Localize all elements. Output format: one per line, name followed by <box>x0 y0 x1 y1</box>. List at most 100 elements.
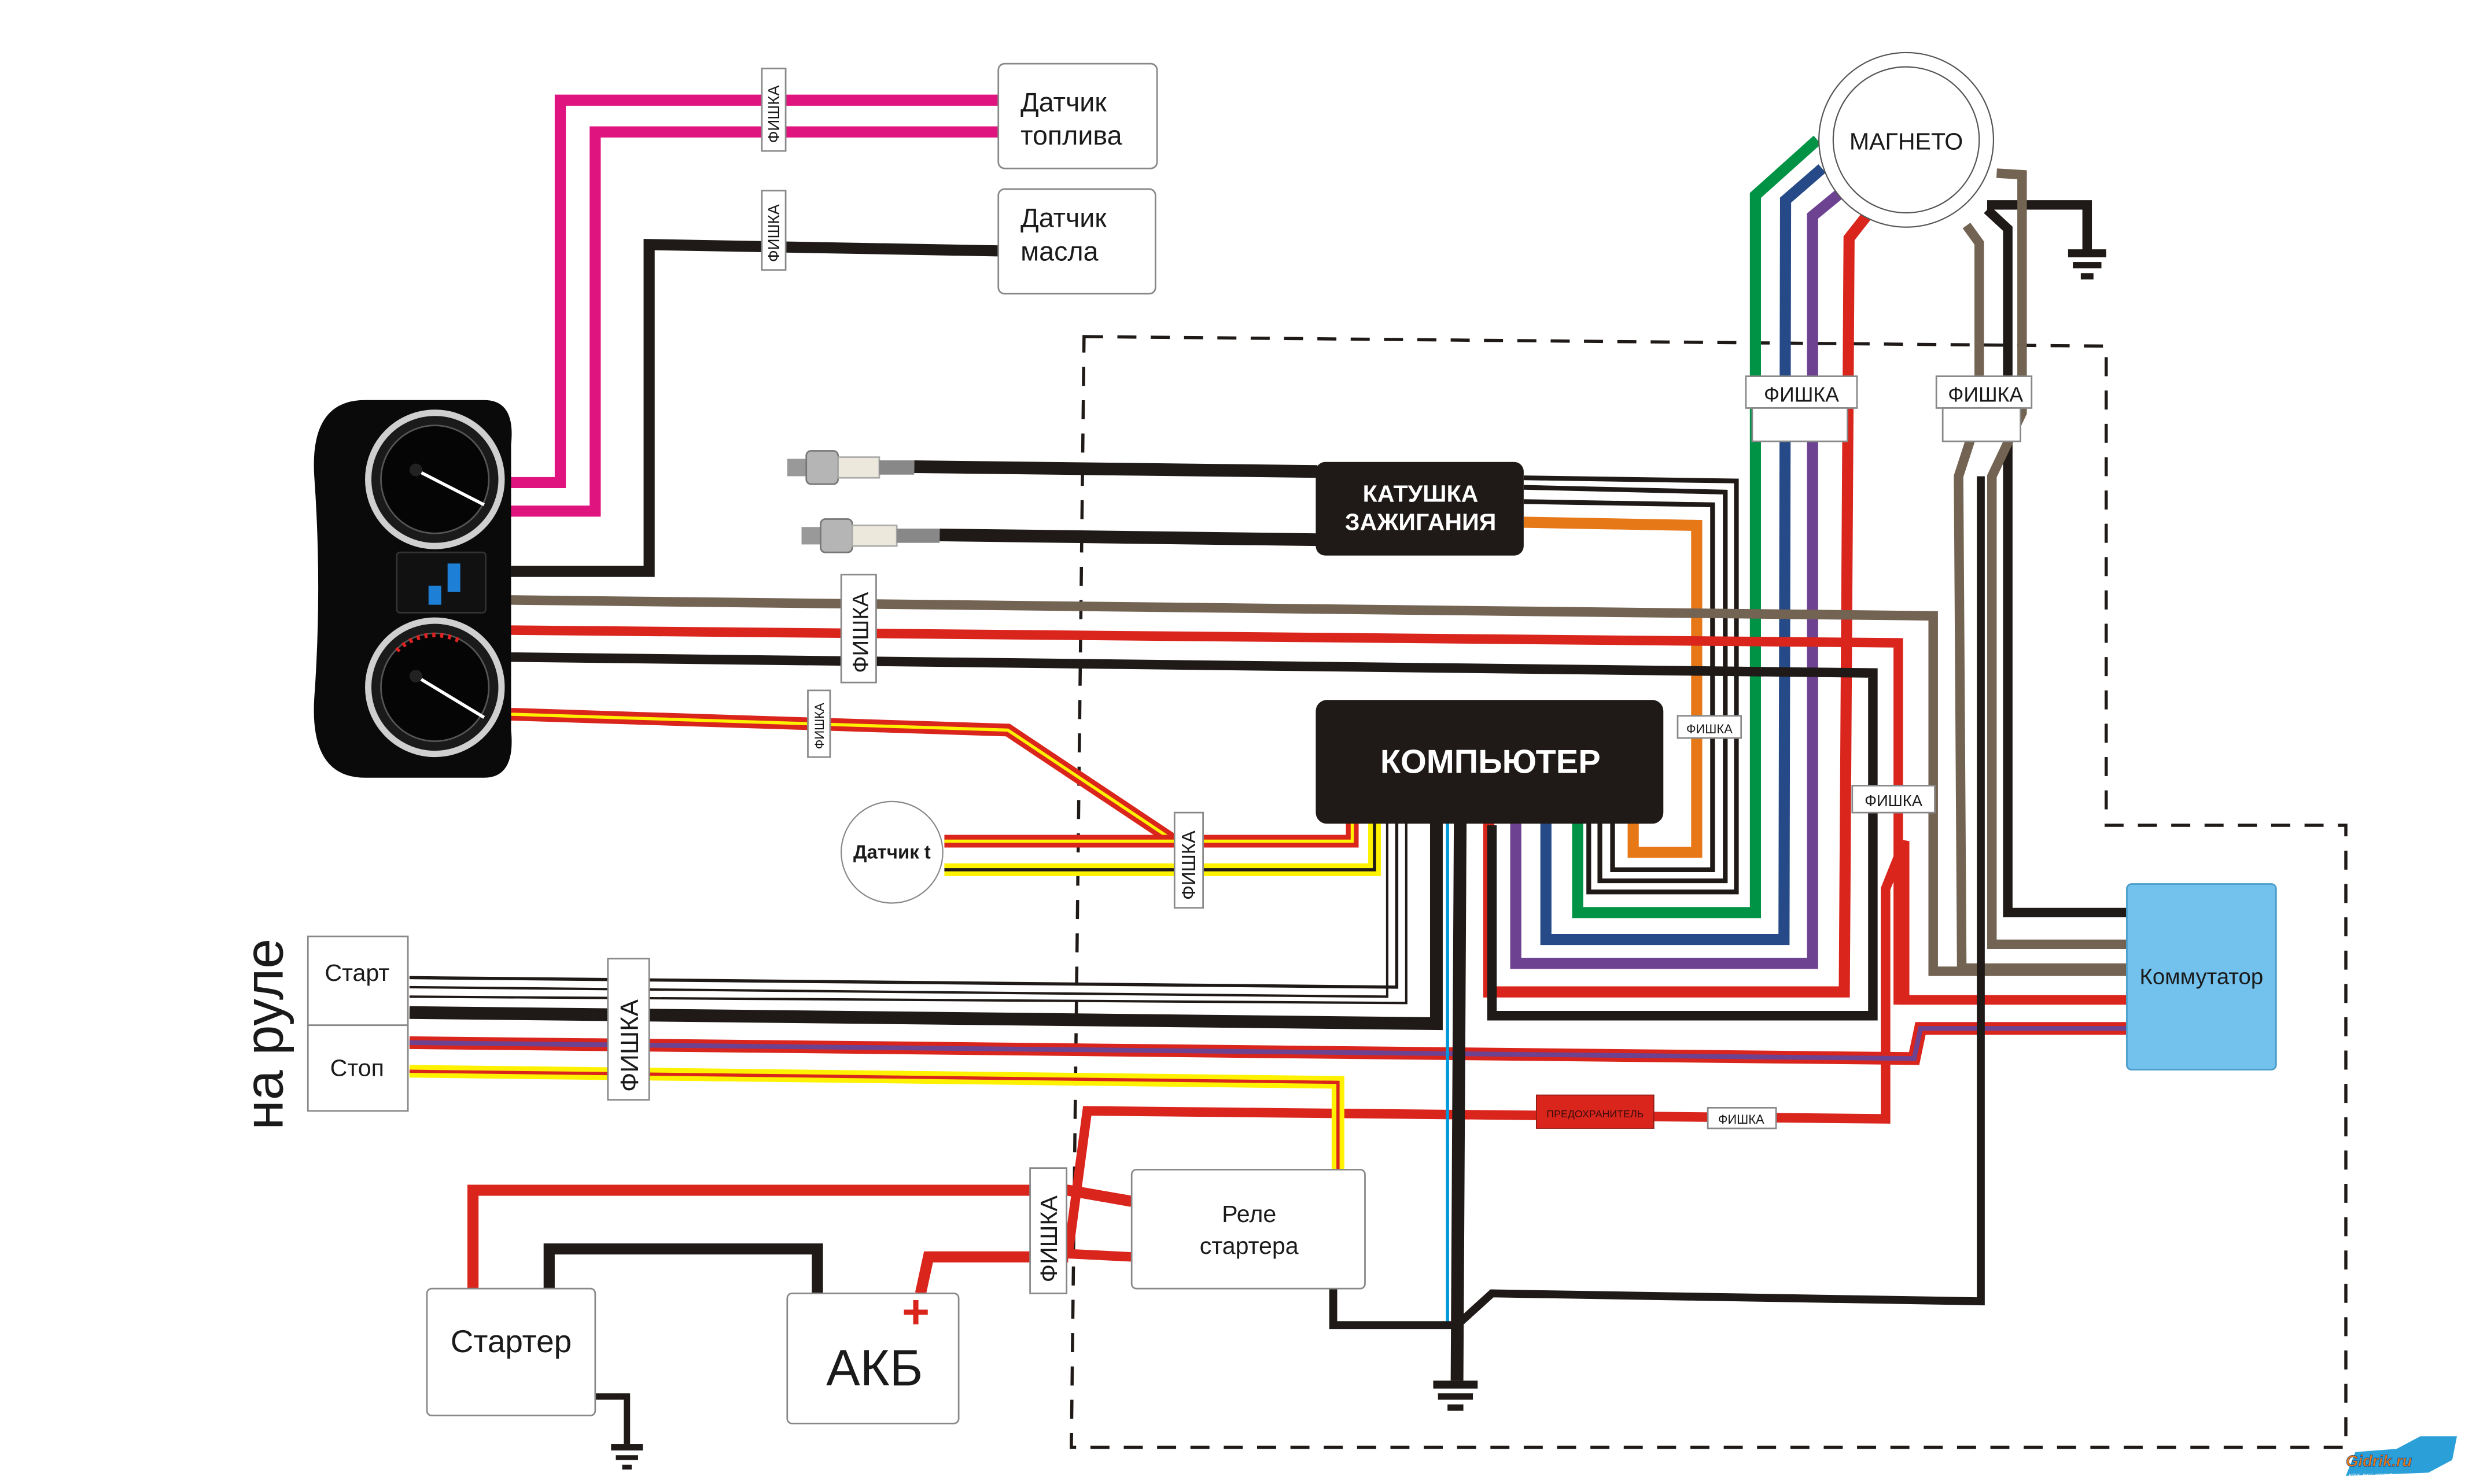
battery[interactable]: АКБ + <box>786 1286 960 1424</box>
wire-black-commutator-ground <box>1454 476 1985 1328</box>
wire-yellowblack-temp-stripe <box>944 822 1376 872</box>
wire-purple <box>1510 189 1843 969</box>
connector-fuse[interactable]: ФИШКА <box>1707 1107 1777 1129</box>
svg-text:Коммутатор: Коммутатор <box>2139 964 2263 989</box>
gidrik-logo[interactable]: Gidrik.ru КЛУБ ЛЮБИТЕЛЕЙ ГИДРОЦИКЛОВ <box>2346 1436 2457 1479</box>
hull-boundary <box>1070 335 2348 1449</box>
ground-icon-starter <box>611 1444 643 1470</box>
wire-black-dash <box>511 652 1878 1021</box>
connector-temp[interactable]: ФИШКА <box>1173 811 1204 909</box>
oil-sensor[interactable]: Датчик масла <box>997 188 1156 295</box>
svg-text:Стартер: Стартер <box>451 1323 572 1359</box>
wire-start-black <box>409 822 1443 1031</box>
connector-magneto-right[interactable]: ФИШКА <box>1935 375 2033 442</box>
wire-start-thin-a <box>409 822 1399 989</box>
svg-text:КЛУБ ЛЮБИТЕЛЕЙ ГИДРОЦИКЛОВ: КЛУБ ЛЮБИТЕЛЕЙ ГИДРОЦИКЛОВ <box>2349 1472 2430 1479</box>
temperature-sensor[interactable]: Датчик t <box>841 800 944 904</box>
svg-text:ФИШКА: ФИШКА <box>1686 722 1733 736</box>
wire-black-oil <box>511 239 1000 577</box>
connector-coil[interactable]: ФИШКА <box>1677 715 1742 739</box>
wire-start-thin-c <box>409 822 1408 1005</box>
commutator[interactable]: Коммутатор <box>2126 883 2277 1070</box>
wire-brown-magneto-b <box>1987 168 2127 950</box>
tachometer <box>365 617 505 758</box>
wire-redyellow-dash-stripe <box>511 713 1176 843</box>
svg-text:ФИШКА: ФИШКА <box>1718 1112 1764 1127</box>
ground-icon-magneto <box>2068 249 2106 280</box>
wire-starter-red <box>467 1184 1133 1289</box>
ignition-coil[interactable]: КАТУШКА ЗАЖИГАНИЯ <box>1316 462 1524 556</box>
svg-text:Реле: Реле <box>1222 1201 1276 1227</box>
wire-start-thin-b <box>409 822 1388 998</box>
svg-text:ФИШКА: ФИШКА <box>1178 830 1199 900</box>
spark-plug-2 <box>801 518 940 553</box>
wire-magenta-1 <box>511 94 1000 489</box>
info-display <box>396 551 487 614</box>
svg-text:ПРЕДОХРАНИТЕЛЬ: ПРЕДОХРАНИТЕЛЬ <box>1546 1108 1644 1120</box>
wire-plug-2 <box>939 528 1318 547</box>
svg-text:ФИШКА: ФИШКА <box>1036 1195 1062 1283</box>
svg-text:ФИШКА: ФИШКА <box>1948 383 2023 407</box>
svg-text:КОМПЬЮТЕР: КОМПЬЮТЕР <box>1380 744 1601 781</box>
svg-text:ФИШКА: ФИШКА <box>765 85 783 143</box>
svg-text:масла: масла <box>1020 236 1099 266</box>
wire-orange <box>1523 516 1703 858</box>
wire-relay-ground <box>1329 1289 1457 1330</box>
connector-dash-temp[interactable]: ФИШКА <box>807 689 831 758</box>
fuel-sensor[interactable]: Датчик топлива <box>997 62 1158 169</box>
wire-coil-black-b <box>1523 499 1715 872</box>
svg-text:ФИШКА: ФИШКА <box>1764 383 1839 407</box>
connector-commutator-red[interactable]: ФИШКА <box>1851 785 1936 814</box>
wire-black-ground-main <box>1450 822 1467 1381</box>
connector-dash-main[interactable]: ФИШКА <box>840 574 877 684</box>
wire-blue <box>1540 164 1826 946</box>
svg-text:Датчик: Датчик <box>1020 87 1107 117</box>
svg-text:ФИШКА: ФИШКА <box>812 703 827 749</box>
wire-starter-ground <box>595 1393 631 1445</box>
connector-oil[interactable]: ФИШКА <box>761 190 787 271</box>
wire-coil-black-c <box>1523 475 1739 895</box>
svg-text:ФИШКА: ФИШКА <box>616 999 644 1092</box>
connector-handlebar[interactable]: ФИШКА <box>607 958 650 1101</box>
handlebar-controls: на руле Старт Стоп <box>234 935 409 1130</box>
starter-motor[interactable]: Стартер <box>426 1287 596 1417</box>
svg-text:КАТУШКА: КАТУШКА <box>1363 480 1479 507</box>
connector-relay[interactable]: ФИШКА <box>1029 1167 1068 1294</box>
wire-stop-redpurple-stripe <box>409 1026 2127 1061</box>
fuse: ПРЕДОХРАНИТЕЛЬ <box>1535 1094 1655 1129</box>
wire-stop-yellowred-stripe <box>409 1069 1340 1175</box>
magneto[interactable]: МАГНЕТО <box>1818 51 1995 228</box>
svg-text:ФИШКА: ФИШКА <box>765 204 783 262</box>
instrument-cluster[interactable] <box>314 400 512 778</box>
svg-text:АКБ: АКБ <box>826 1340 923 1397</box>
svg-text:Датчик t: Датчик t <box>853 841 931 863</box>
handlebar-label: на руле <box>234 939 294 1130</box>
wire-stop-yellowred <box>409 1065 1344 1175</box>
stop-button[interactable]: Стоп <box>330 1055 384 1081</box>
svg-text:ФИШКА: ФИШКА <box>849 592 874 673</box>
starter-relay[interactable]: Реле стартера <box>1130 1169 1366 1290</box>
wire-battery-red <box>915 1251 1068 1295</box>
wire-redyellow-computer-stripe <box>944 822 1354 843</box>
ground-icon-main <box>1433 1380 1478 1411</box>
start-button[interactable]: Старт <box>325 959 389 986</box>
spark-plug-1 <box>787 450 915 485</box>
svg-text:ЗАЖИГАНИЯ: ЗАЖИГАНИЯ <box>1345 509 1497 536</box>
wire-red-fuse <box>1063 839 2127 1262</box>
svg-text:ФИШКА: ФИШКА <box>1865 792 1923 810</box>
connector-magneto-left[interactable]: ФИШКА <box>1745 375 1858 442</box>
svg-text:Gidrik.ru: Gidrik.ru <box>2346 1452 2412 1470</box>
connector-fuel[interactable]: ФИШКА <box>761 67 787 152</box>
wire-plug-1 <box>914 460 1318 478</box>
computer-ecu[interactable]: КОМПЬЮТЕР <box>1316 700 1664 824</box>
wire-redyellow-dash <box>511 708 1178 847</box>
wire-green <box>1572 135 1821 918</box>
svg-text:стартера: стартера <box>1200 1232 1299 1259</box>
svg-text:топлива: топлива <box>1020 120 1122 150</box>
speedometer <box>365 409 505 549</box>
plus-terminal-icon: + <box>902 1286 930 1339</box>
svg-text:МАГНЕТО: МАГНЕТО <box>1849 128 1963 154</box>
wire-magenta-2 <box>511 126 1000 517</box>
wire-black-magneto <box>1984 206 2127 918</box>
